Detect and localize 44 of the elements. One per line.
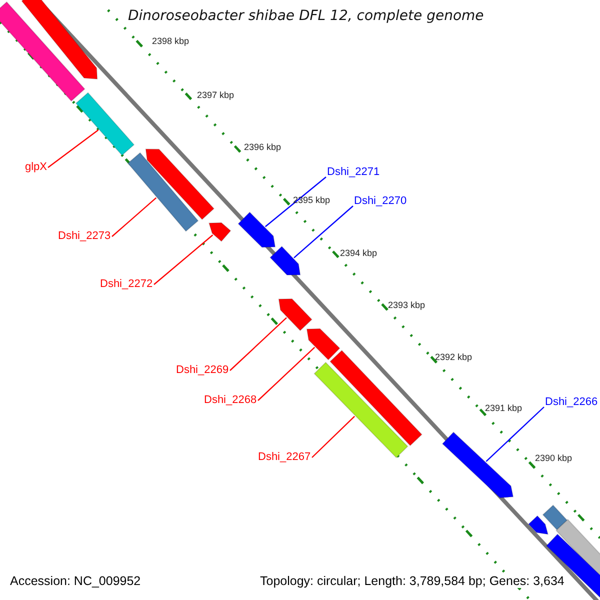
leader-line bbox=[264, 176, 326, 228]
gene-label: Dshi_2266 bbox=[545, 396, 598, 409]
scale-label: 2397 kbp bbox=[197, 90, 234, 100]
gene-bar bbox=[314, 362, 408, 458]
scale-label: 2391 kbp bbox=[485, 403, 522, 414]
leader-line bbox=[486, 406, 544, 462]
leader-line bbox=[48, 129, 99, 168]
gene-bar bbox=[528, 515, 549, 535]
gene-bar bbox=[21, 0, 98, 80]
leader-line bbox=[112, 197, 157, 237]
gene-label: Dshi_2272 bbox=[100, 278, 153, 291]
scale-label: 2390 kbp bbox=[535, 453, 572, 464]
map-title: Dinoroseobacter shibae DFL 12, complete genome bbox=[128, 8, 484, 24]
gene-bar bbox=[127, 152, 199, 232]
scale-label: 2396 kbp bbox=[244, 142, 282, 152]
gene-bar bbox=[330, 350, 422, 446]
gene-label: Dshi_2269 bbox=[176, 364, 229, 377]
genome-stats-text: Topology: circular; Length: 3,789,584 bp; Genes: 3,634 bbox=[260, 574, 564, 588]
scale-label: 2393 kbp bbox=[388, 300, 426, 310]
leader-line bbox=[154, 234, 214, 285]
scale-label: 2392 kbp bbox=[435, 352, 472, 362]
leader-line bbox=[312, 416, 355, 458]
gene-label: Dshi_2268 bbox=[204, 394, 257, 407]
leader-line bbox=[258, 346, 316, 401]
scale-label: 2394 kbp bbox=[340, 248, 378, 258]
gene-bar bbox=[306, 328, 340, 360]
gene-label: Dshi_2270 bbox=[354, 195, 407, 208]
leader-line bbox=[230, 317, 287, 371]
gene-label: Dshi_2271 bbox=[327, 166, 380, 179]
gene-bar bbox=[270, 246, 301, 276]
gene-bar bbox=[238, 212, 276, 248]
gene-bar bbox=[542, 504, 568, 530]
accession-text: Accession: NC_009952 bbox=[10, 574, 141, 588]
gene-bar bbox=[145, 148, 215, 220]
gene-bar bbox=[278, 298, 312, 332]
gene-bar bbox=[208, 222, 232, 242]
gene-label: glpX bbox=[25, 161, 48, 174]
gene-bar bbox=[0, 1, 86, 102]
gene-label: Dshi_2273 bbox=[58, 230, 111, 243]
scale-label: 2398 kbp bbox=[152, 36, 190, 46]
leader-line bbox=[294, 206, 354, 258]
gene-bar bbox=[75, 92, 135, 156]
gene-bar bbox=[442, 432, 514, 498]
gene-label: Dshi_2267 bbox=[258, 451, 311, 464]
